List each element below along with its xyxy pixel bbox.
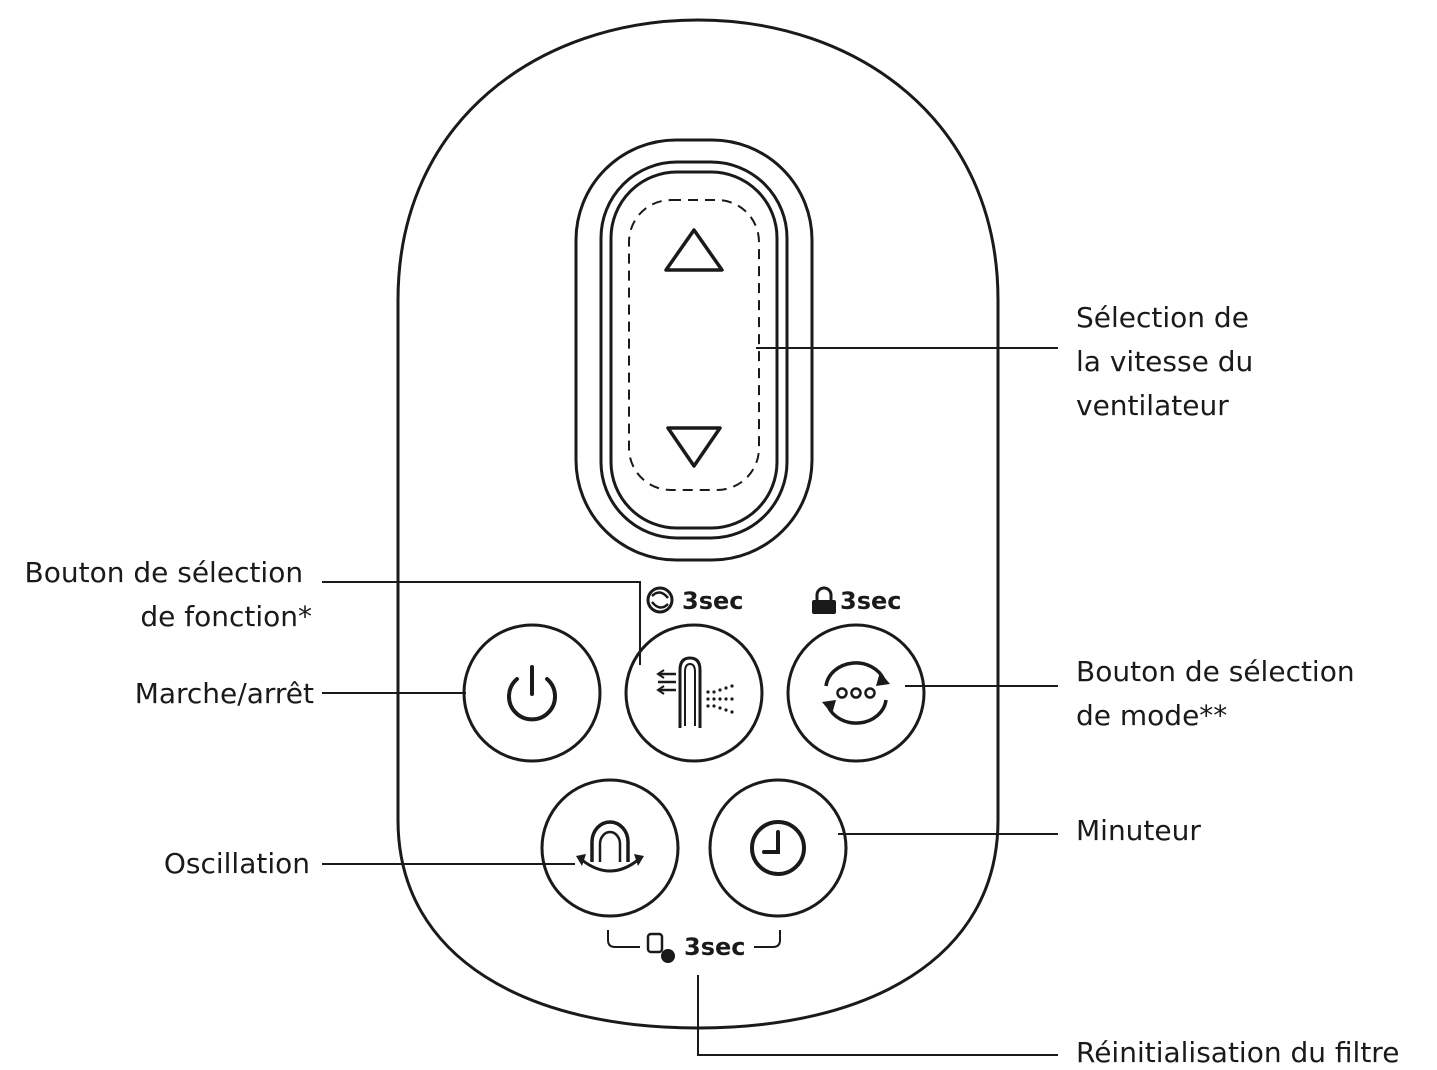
mode-hold-text: 3sec [840, 587, 902, 615]
filter-icon [646, 932, 675, 963]
label-oscillation: Oscillation [164, 847, 310, 880]
function-hold-badge: 3sec [646, 586, 744, 615]
label-power: Marche/arrêt [135, 677, 314, 710]
oscillation-icon [576, 820, 644, 873]
function-hold-text: 3sec [682, 587, 744, 615]
triangle-down-icon[interactable] [666, 426, 722, 468]
mode-hold-badge: 3sec [812, 586, 902, 615]
triangle-up-icon[interactable] [664, 228, 724, 272]
filter-reset-combo: 3sec [607, 930, 781, 963]
swirl-icon [646, 586, 674, 614]
leader-lines [322, 347, 1058, 1056]
function-button[interactable] [624, 623, 764, 763]
label-function: Bouton de sélection de fonction* [25, 556, 313, 633]
leader-filter [697, 975, 1058, 1056]
label-mode: Bouton de sélection de mode** [1076, 655, 1364, 732]
mode-cycle-icon [822, 661, 890, 725]
label-timer: Minuteur [1076, 814, 1201, 847]
speed-rocker[interactable] [574, 138, 814, 562]
filter-hold-text: 3sec [684, 933, 746, 961]
timer-button[interactable] [708, 778, 848, 918]
oscillation-button[interactable] [540, 778, 680, 918]
lock-icon [812, 586, 836, 614]
label-filter-reset: Réinitialisation du filtre [1076, 1036, 1399, 1069]
clock-icon [750, 820, 806, 876]
power-icon [507, 665, 557, 722]
mode-button[interactable] [786, 623, 926, 763]
label-speed: Sélection de la vitesse du ventilateur [1076, 301, 1262, 422]
leader-function [322, 581, 641, 665]
humidify-purify-icon [656, 656, 734, 728]
power-button[interactable] [462, 623, 602, 763]
